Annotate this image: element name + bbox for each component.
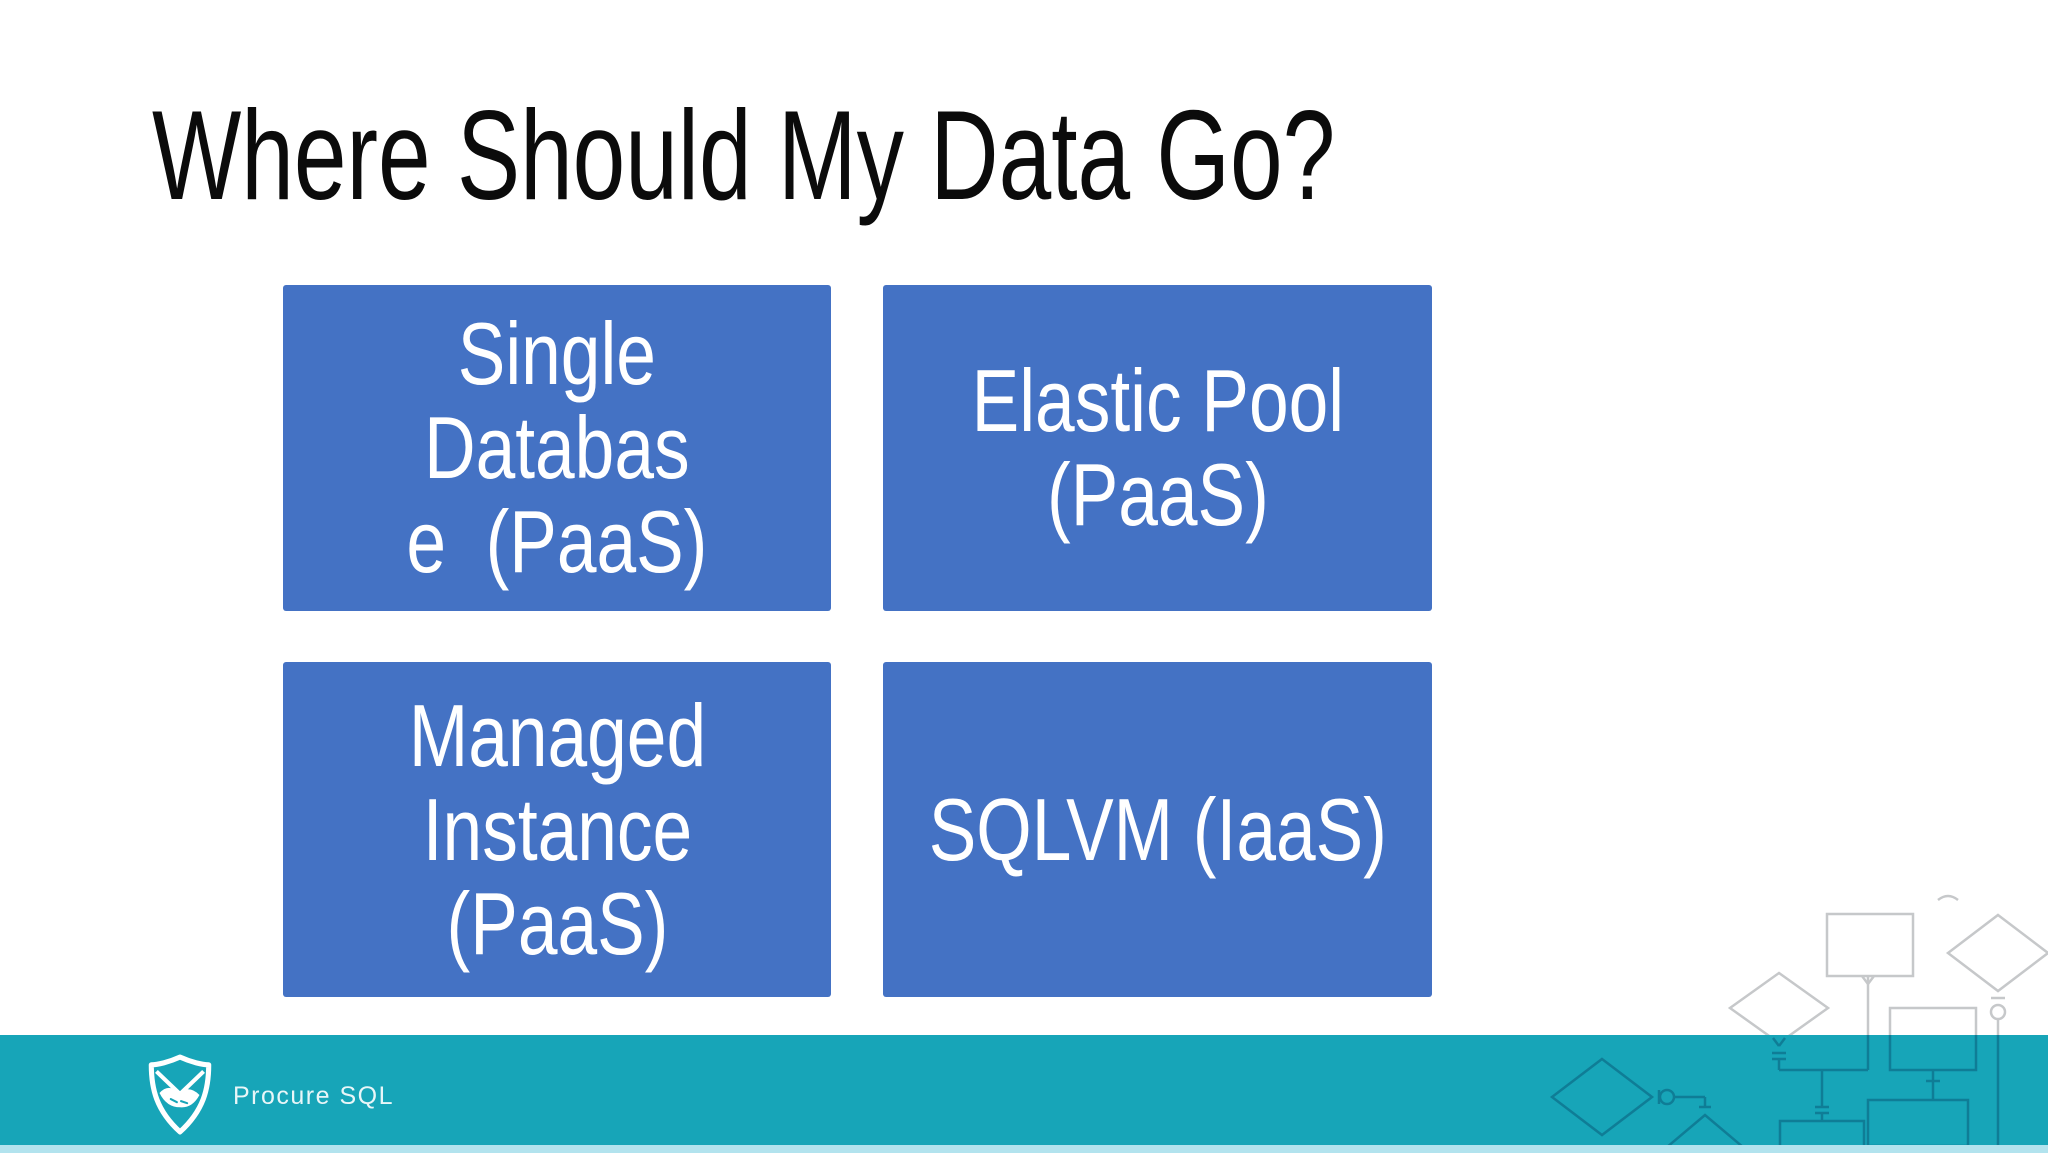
box-label-line: e (PaaS): [406, 492, 708, 591]
option-box-label: Single Databas e (PaaS): [371, 307, 743, 589]
brand-name: Procure SQL: [233, 1082, 395, 1110]
box-label-line: Instance: [422, 779, 692, 879]
box-label-line: (PaaS): [446, 873, 668, 973]
box-label-line: Managed: [408, 685, 706, 785]
box-label-line: (PaaS): [1046, 445, 1269, 544]
box-label-line: Elastic Pool: [971, 351, 1344, 450]
option-box-label: SQLVM (IaaS): [875, 779, 1441, 879]
procure-sql-shield-handshake-icon: [148, 1054, 212, 1135]
box-label-line: Databas: [424, 398, 690, 497]
bottom-accent-strip: [0, 1145, 2048, 1153]
option-box-managed-instance: Managed Instance (PaaS): [283, 662, 831, 997]
option-box-single-database: Single Databas e (PaaS): [283, 285, 831, 611]
option-box-elastic-pool: Elastic Pool (PaaS): [883, 285, 1432, 611]
option-box-label: Managed Instance (PaaS): [374, 685, 741, 973]
option-box-label: Elastic Pool (PaaS): [928, 354, 1388, 542]
box-label-line: SQLVM (IaaS): [928, 779, 1387, 879]
option-box-sql-vm: SQLVM (IaaS): [883, 662, 1432, 997]
box-label-line: Single: [457, 304, 657, 403]
slide-title: Where Should My Data Go?: [152, 84, 1336, 226]
